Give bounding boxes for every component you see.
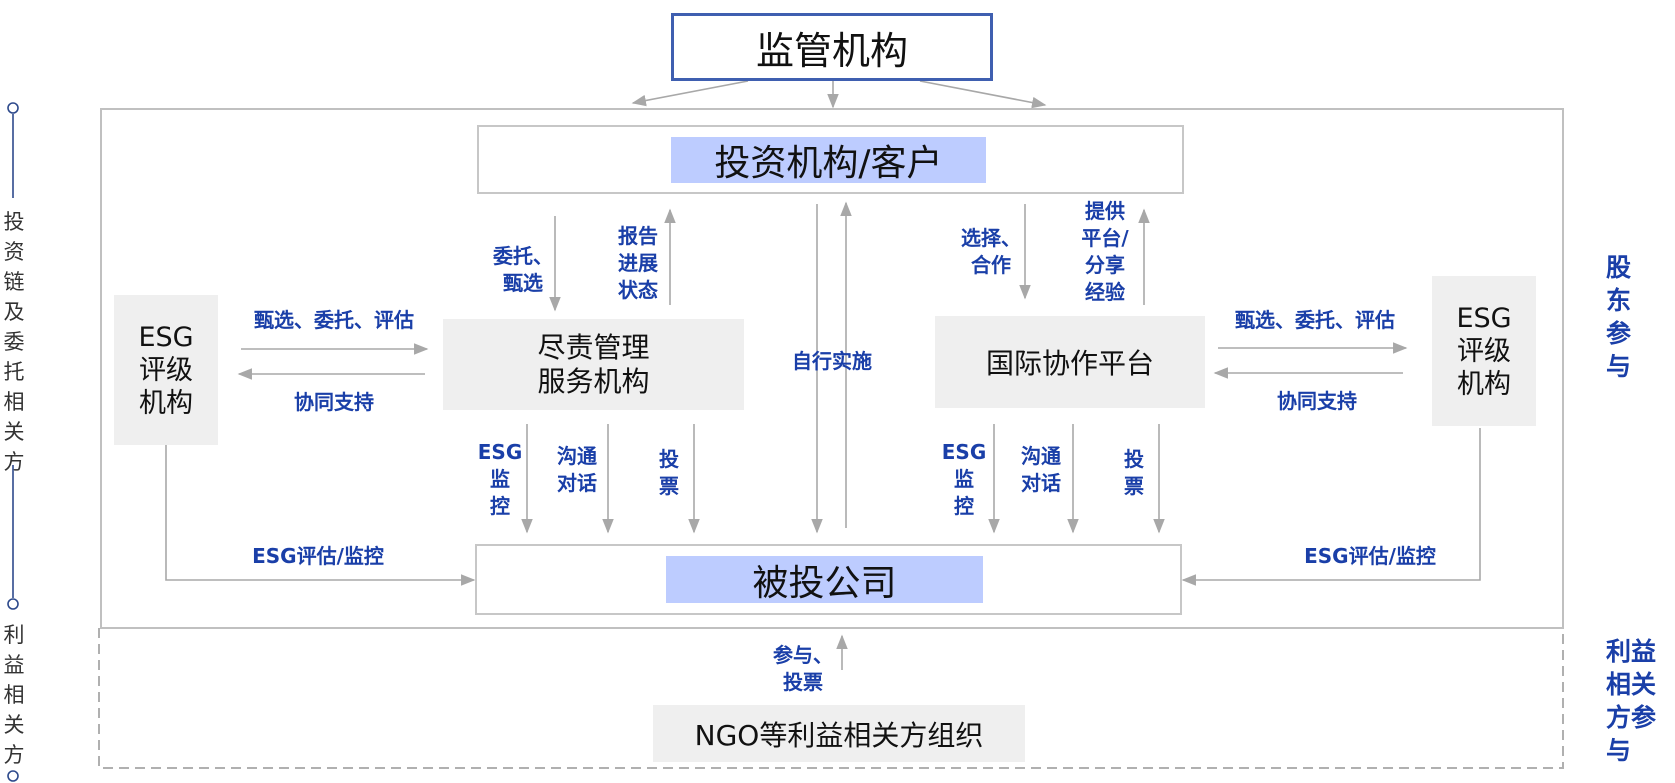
shareholder-frame — [100, 108, 1564, 629]
label-self-implement: 自行实施 — [792, 349, 872, 373]
regulator-box: 监管机构 — [671, 13, 993, 81]
stakeholder-frame — [98, 628, 1564, 769]
due-diligence-label: 尽责管理 服务机构 — [537, 330, 650, 398]
label-select-delegate-eval-left: 甄选、委托、评估 — [254, 308, 414, 332]
esg-rating-right-box: ESG 评级 机构 — [1432, 276, 1536, 426]
label-vote-left: 投 票 — [659, 447, 679, 498]
stakeholder-axis-label: 利益相关方 — [3, 623, 25, 767]
stakeholder-engagement-label: 利益相关方参与 — [1606, 637, 1657, 765]
label-communicate-left: 沟通 对话 — [557, 444, 597, 495]
label-communicate-right: 沟通 对话 — [1021, 444, 1061, 495]
chain-axis-label: 投资链及委托相关方 — [3, 210, 25, 474]
label-vote-right: 投 票 — [1124, 447, 1144, 498]
shareholder-engagement-label: 股东参与 — [1606, 253, 1632, 381]
label-esg-eval-monitor-right: ESG评估/监控 — [1304, 544, 1436, 568]
due-diligence-box: 尽责管理 服务机构 — [443, 319, 744, 410]
ngo-box: NGO等利益相关方组织 — [653, 705, 1025, 762]
esg-rating-left-box: ESG 评级 机构 — [114, 295, 218, 445]
label-collab-support-left: 协同支持 — [294, 390, 374, 414]
label-esg-monitor-left: ESG 监 控 — [477, 440, 523, 518]
investee-highlight: 被投公司 — [666, 556, 983, 604]
label-esg-monitor-right: ESG 监 控 — [941, 440, 987, 518]
label-collab-support-right: 协同支持 — [1277, 389, 1357, 413]
label-select-delegate-eval-right: 甄选、委托、评估 — [1235, 308, 1395, 332]
investor-highlight: 投资机构/客户 — [671, 137, 986, 184]
esg-rating-right-label: ESG 评级 机构 — [1456, 302, 1512, 400]
intl-platform-label: 国际协作平台 — [985, 347, 1154, 380]
ngo-label: NGO等利益相关方组织 — [694, 718, 984, 752]
label-select-cooperate: 选择、 合作 — [961, 226, 1021, 277]
label-report-progress: 报告 进展 状态 — [618, 224, 658, 302]
label-esg-eval-monitor-left: ESG评估/监控 — [252, 544, 384, 568]
label-delegate-select: 委托、 甄选 — [493, 244, 553, 295]
investee-label: 被投公司 — [752, 562, 897, 604]
label-provide-platform: 提供 平台/ 分享 经验 — [1081, 199, 1129, 304]
intl-platform-box: 国际协作平台 — [935, 316, 1205, 408]
investor-label: 投资机构/客户 — [714, 143, 943, 184]
esg-rating-left-label: ESG 评级 机构 — [138, 321, 194, 419]
label-participate-vote: 参与、 投票 — [773, 643, 833, 694]
regulator-label: 监管机构 — [755, 28, 908, 73]
